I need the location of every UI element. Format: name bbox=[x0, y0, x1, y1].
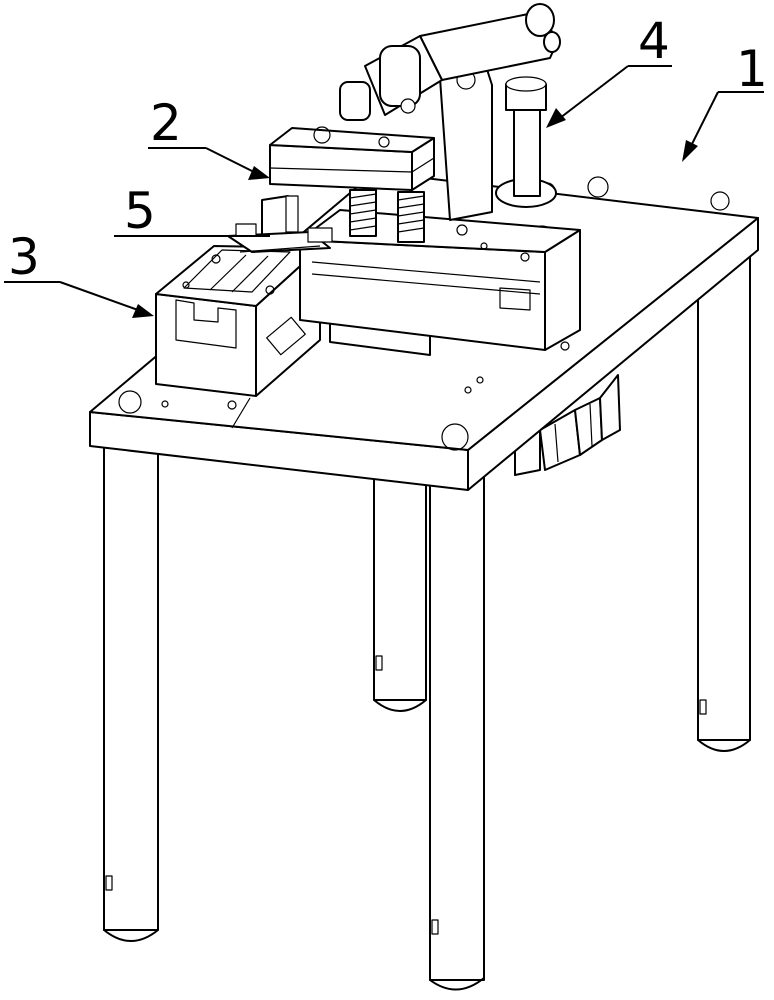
table-leg-back-right bbox=[698, 250, 750, 751]
slide-guide-block bbox=[300, 210, 580, 355]
callout-label-3: 3 bbox=[8, 228, 40, 286]
callout-label-2: 2 bbox=[150, 94, 182, 152]
guide-column bbox=[496, 77, 556, 207]
table-leg-back-left bbox=[374, 470, 426, 711]
callout-3: 3 bbox=[4, 228, 154, 318]
callout-label-1: 1 bbox=[736, 40, 768, 98]
callout-4: 4 bbox=[546, 12, 672, 128]
table-leg-front-left bbox=[104, 440, 158, 941]
callout-label-4: 4 bbox=[638, 12, 670, 70]
callout-label-5: 5 bbox=[124, 182, 156, 240]
callout-2: 2 bbox=[148, 94, 270, 180]
press-upright bbox=[440, 60, 492, 220]
spring-right bbox=[398, 192, 424, 242]
spring-left bbox=[350, 190, 376, 236]
table-leg-front-right bbox=[430, 460, 484, 990]
callout-1: 1 bbox=[682, 40, 768, 162]
